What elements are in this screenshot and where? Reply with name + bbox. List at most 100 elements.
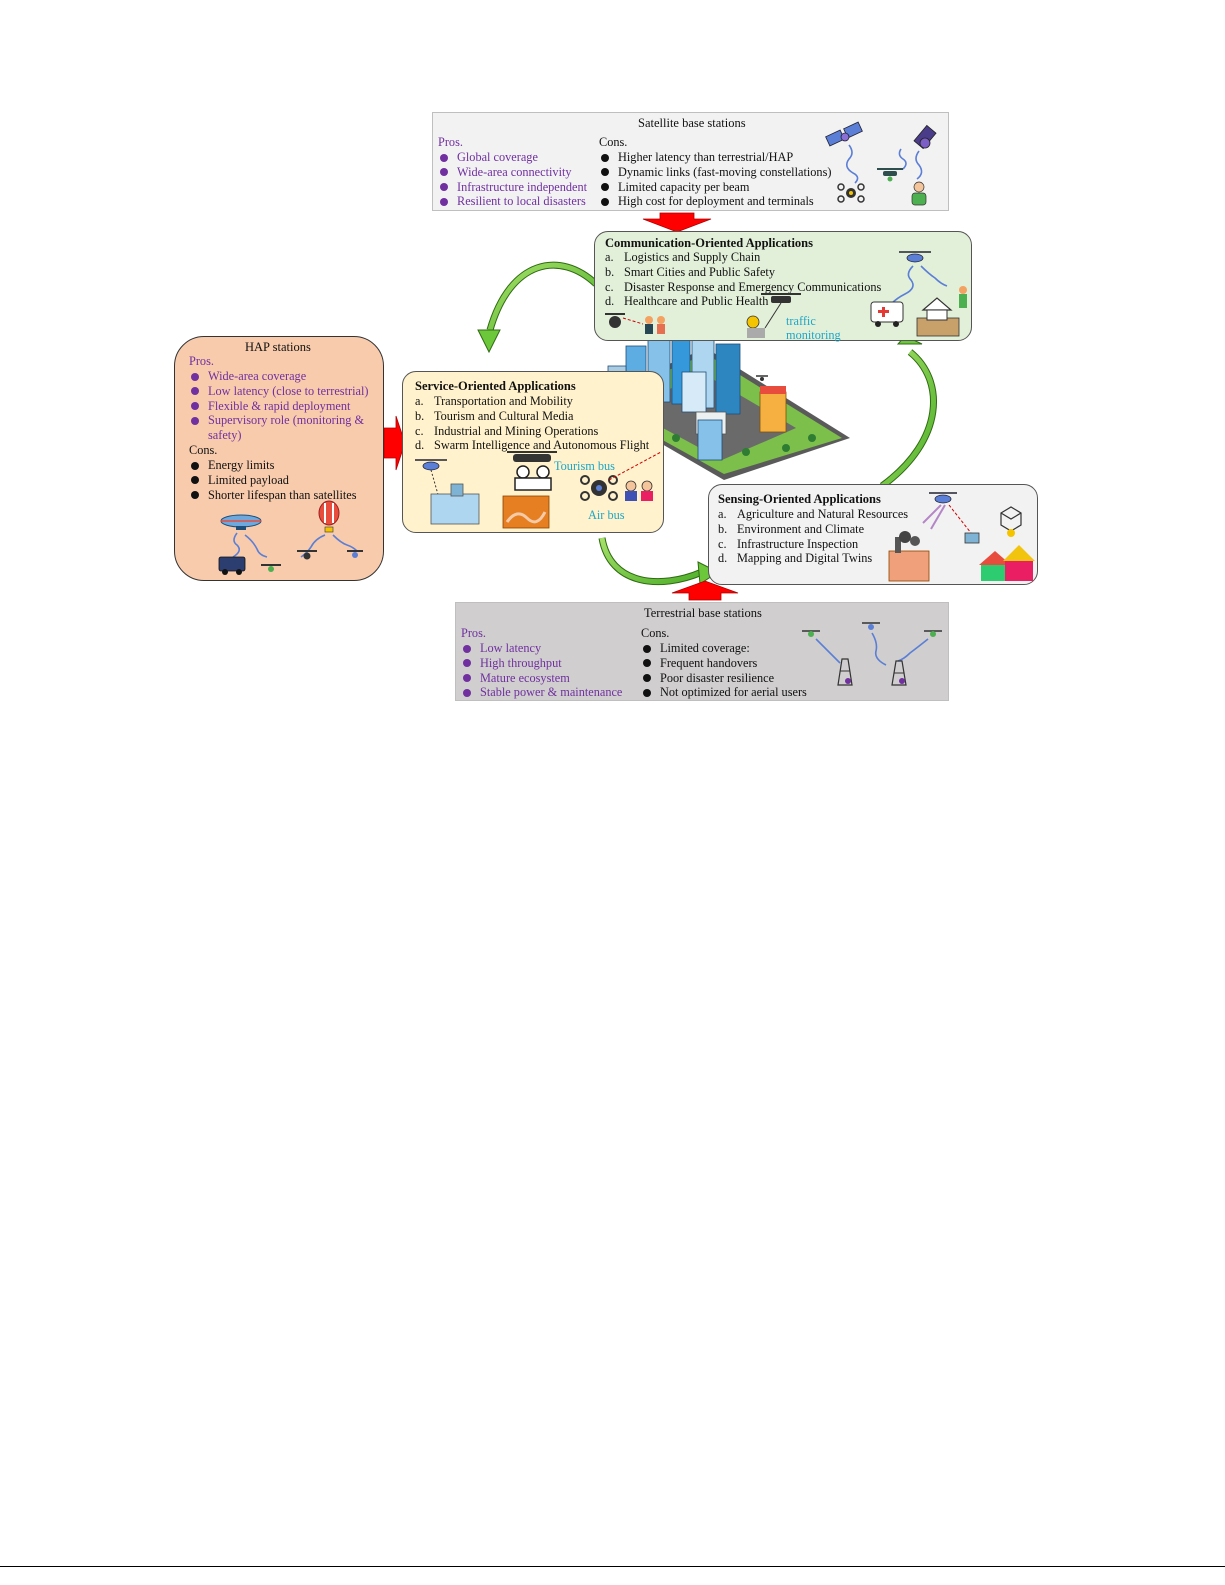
terrestrial-cons-list: Limited coverage: Frequent handovers Poo… (641, 641, 807, 700)
warning-icon (746, 315, 765, 338)
tourists-icon (625, 480, 653, 501)
balloon-icon (318, 500, 340, 533)
arrow-hap-right (383, 415, 406, 471)
factory-icon (888, 531, 930, 582)
drone-icon (297, 550, 317, 560)
satellite-cons-list: Higher latency than terrestrial/HAP Dyna… (599, 150, 831, 209)
satellite-pros-list: Global coverage Wide-area connectivity I… (438, 150, 587, 209)
list-item: High throughput (461, 656, 622, 671)
satellite-cons-label: Cons. (599, 135, 628, 149)
communication-list: a.Logistics and Supply Chain b.Smart Cit… (605, 250, 881, 309)
digital-twin-cube-icon (1000, 506, 1022, 537)
communication-illustration (605, 251, 967, 338)
airship-icon (220, 514, 262, 530)
cell-tower-icon (891, 660, 907, 686)
drone-icon (261, 564, 281, 572)
hap-pros-list: Wide-area coverage Low latency (close to… (189, 369, 368, 443)
list-item: Energy limits (189, 458, 357, 473)
satellite-pros-label: Pros. (438, 135, 463, 149)
arrow-terrestrial-up (671, 580, 739, 601)
people-icon (645, 316, 665, 334)
ambulance-icon (870, 301, 904, 327)
satellite-illustration (825, 121, 937, 206)
list-item: Stable power & maintenance (461, 685, 622, 700)
page-bottom-rule (0, 1566, 1225, 1567)
terrestrial-cons-label: Cons. (641, 626, 670, 640)
drone-icon (924, 630, 942, 637)
list-item: Infrastructure independent (438, 180, 587, 195)
service-panel: Service-Oriented Applications a.Transpor… (402, 371, 664, 533)
list-item: a.Transportation and Mobility (415, 394, 573, 408)
list-item: d.Swarm Intelligence and Autonomous Flig… (415, 438, 650, 453)
list-item: Supervisory role (monitoring & (189, 413, 368, 428)
list-item: Poor disaster resilience (641, 671, 807, 686)
drone-icon (837, 183, 865, 203)
arrow-satellite-down (642, 212, 712, 233)
drone-icon (877, 168, 903, 182)
list-item: d.Mapping and Digital Twins (718, 551, 873, 566)
satellite-title: Satellite base stations (638, 116, 746, 130)
sensing-title: Sensing-Oriented Applications (718, 492, 881, 506)
list-item: Global coverage (438, 150, 587, 165)
list-item: Wide-area coverage (189, 369, 368, 384)
hap-title: HAP stations (245, 340, 311, 354)
person-icon (911, 181, 927, 206)
list-item: Wide-area connectivity (438, 165, 587, 180)
satellite-icon (825, 121, 863, 147)
list-item: Low latency (461, 641, 622, 656)
air-bus-drone-icon (580, 475, 618, 501)
service-list: a.Transportation and Mobility b.Tourism … (415, 394, 649, 453)
list-item: b.Environment and Climate (718, 521, 865, 536)
list-item: High cost for deployment and terminals (599, 194, 831, 209)
list-item: b.Smart Cities and Public Safety (605, 264, 775, 279)
disaster-house-icon (916, 297, 960, 337)
terrestrial-title: Terrestrial base stations (644, 606, 762, 620)
hap-panel: HAP stations Pros. Wide-area coverage Lo… (174, 336, 384, 581)
list-item: Limited payload (189, 473, 357, 488)
tourism-bus-label: Tourism bus (554, 459, 615, 473)
drone-icon (605, 313, 625, 328)
list-item: c.Industrial and Mining Operations (415, 423, 599, 438)
satellite-icon (913, 124, 937, 150)
list-item: Flexible & rapid deployment (189, 399, 368, 414)
hap-cons-list: Energy limits Limited payload Shorter li… (189, 458, 357, 502)
communication-panel: Communication-Oriented Applications a.Lo… (594, 231, 972, 342)
drone-icon (415, 459, 447, 471)
list-item: Shorter lifespan than satellites (189, 488, 357, 503)
list-item: Resilient to local disasters (438, 194, 587, 209)
sensing-panel: Sensing-Oriented Applications a.Agricult… (708, 484, 1038, 585)
houses-icon (979, 545, 1035, 581)
service-title: Service-Oriented Applications (415, 379, 576, 393)
list-item: Higher latency than terrestrial/HAP (599, 150, 831, 165)
list-item: Frequent handovers (641, 656, 807, 671)
satellite-panel: Satellite base stations Pros. Global cov… (432, 112, 949, 211)
drone-icon (756, 375, 768, 381)
air-bus-label: Air bus (588, 508, 625, 522)
terrestrial-panel: Terrestrial base stations Pros. Low late… (455, 602, 949, 701)
hap-illustration (218, 500, 363, 575)
vehicle-icon (218, 556, 246, 575)
traffic-drone-icon (761, 293, 801, 329)
list-item: c.Infrastructure Inspection (718, 536, 859, 551)
list-item: Limited capacity per beam (599, 180, 831, 195)
sensing-list: a.Agriculture and Natural Resources b.En… (718, 507, 908, 566)
drone-icon (899, 251, 931, 263)
drone-icon (347, 550, 363, 558)
list-item: Dynamic links (fast-moving constellation… (599, 165, 831, 180)
list-item: Low latency (close to terrestrial) (189, 384, 368, 399)
list-item: Not optimized for aerial users (641, 685, 807, 700)
drone-icon (929, 492, 957, 504)
list-item: b.Tourism and Cultural Media (415, 408, 574, 423)
terrestrial-pros-list: Low latency High throughput Mature ecosy… (461, 641, 622, 700)
list-item: c.Disaster Response and Emergency Commun… (605, 279, 882, 294)
hap-pros-label: Pros. (189, 354, 214, 368)
sensor-icon (964, 532, 980, 544)
drone-icon (802, 630, 820, 637)
list-item: a.Agriculture and Natural Resources (718, 507, 909, 521)
terrestrial-illustration (802, 622, 942, 686)
drone-icon (862, 622, 880, 630)
terrestrial-pros-label: Pros. (461, 626, 486, 640)
list-item: safety) (208, 428, 242, 443)
